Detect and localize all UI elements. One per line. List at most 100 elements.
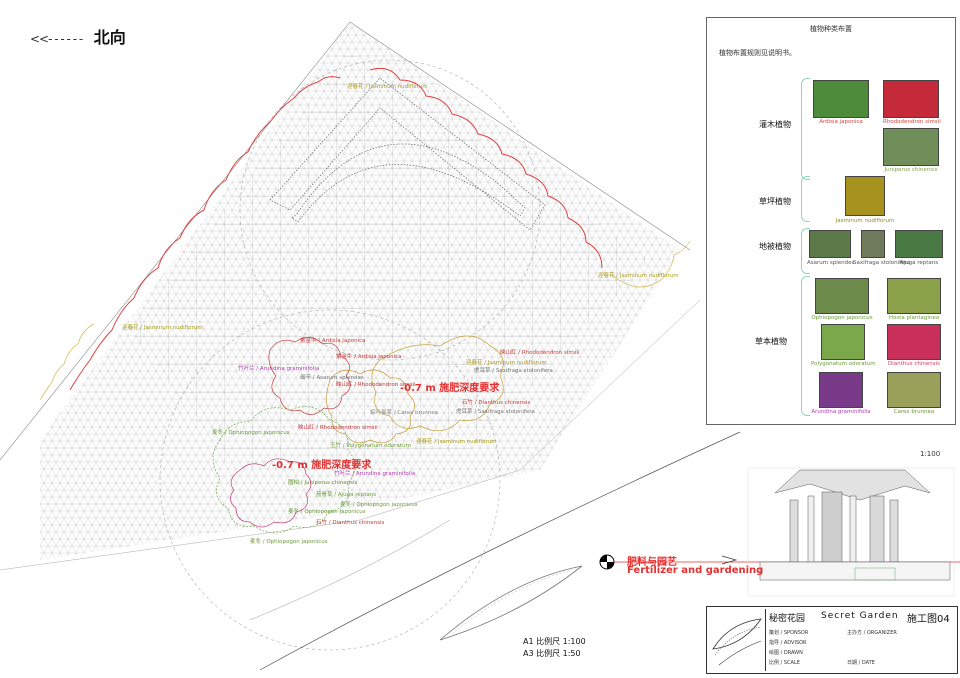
title-block-line: 主办方 / ORGANIZER — [847, 630, 897, 636]
plan-label: 石竹 / Dianthus chinensis — [462, 398, 530, 406]
plant-name: Juniperus chinensis — [884, 167, 938, 173]
plan-label-text: 虎耳草 / Saxifraga stolonifera — [456, 409, 535, 415]
drawing-title-cn: 秘密花园 — [769, 614, 806, 624]
legend-title: 植物种类布置 — [810, 25, 852, 33]
plant-name: Carex brunnea — [893, 409, 935, 415]
title-block-line: 绘图 / DRAWN — [769, 650, 803, 656]
plan-label: 映山红 / Rhododendron simsii — [298, 423, 378, 431]
plan-label-text: 细辛 / Asarum splendes — [300, 375, 364, 381]
hedge-scallops — [69, 67, 603, 391]
plant-name: Saxifraga stolonifera — [853, 260, 911, 266]
plan-label-text: 迎春花 / Jasminum nudiflorum — [598, 273, 679, 279]
section-title-cn: 肥料与园艺 — [627, 557, 677, 568]
category-lawn: 草坪植物 — [759, 197, 791, 206]
plan-label: 紫金牛 / Ardisia japonica — [336, 352, 401, 360]
plan-label: 虎耳草 / Saxifraga stolonifera — [474, 366, 553, 374]
plan-label: 竹叶兰 / Arundina graminifolia — [334, 469, 415, 477]
north-arrow-icon: <<- - - - - - — [30, 32, 83, 46]
title-block-thumbnail — [712, 609, 766, 671]
category-herb: 草本植物 — [755, 337, 787, 346]
photo-ajuga — [895, 230, 943, 258]
plan-label: 圆柏 / Juniperus chinensis — [288, 478, 357, 486]
plan-label-text: 迎春花 / Jasminum nudiflorum — [122, 325, 203, 331]
photo-juniperus — [883, 128, 939, 166]
fertilizer-depth-warning: -0.7 m 施肥深度要求 — [272, 460, 372, 471]
plan-label: 迎春花 / Jasminum nudiflorum — [347, 82, 428, 90]
photo-hosta — [887, 278, 941, 314]
photo-carex — [887, 372, 941, 408]
plan-label: 迎春花 / Jasminum nudiflorum — [122, 323, 203, 331]
photo-ardisia — [813, 80, 869, 118]
north-label: 北向 — [93, 28, 126, 47]
jasmine-border — [39, 240, 691, 401]
section-scale: 1:100 — [920, 450, 941, 458]
plan-label: 迎春花 / Jasminum nudiflorum — [416, 437, 497, 445]
plan-label-text: 竹叶兰 / Arundina graminifolia — [238, 366, 320, 372]
plan-label: 麦冬 / Ophiopogon japonicus — [212, 428, 290, 436]
plan-label-text: 麦冬 / Ophiopogon japonicus — [340, 502, 418, 508]
plan-label-text: 麦冬 / Ophiopogon japonicus — [250, 539, 328, 545]
plan-label: 映山红 / Rhododendron simsii — [336, 380, 416, 388]
plant-name: Dianthus chinensis — [887, 361, 940, 367]
plan-label-text: 映山红 / Rhododendron simsii — [336, 382, 416, 388]
category-groundcover: 地被植物 — [759, 242, 791, 251]
plan-label-text: 麦冬 / Ophiopogon japonicus — [212, 430, 290, 436]
guide-circles — [159, 59, 541, 651]
plan-label-text: 石竹 / Dianthus chinensis — [316, 520, 385, 526]
scale-a3: A3 比例尺 1:50 — [523, 649, 581, 658]
plan-label-text: 麦冬 / Ophiopogon japonicus — [288, 509, 366, 515]
north-indicator: <<- - - - - - 北向 — [30, 24, 126, 48]
plan-label-text: 筋骨草 / Ajuga reptans — [316, 492, 377, 498]
photo-polygonatum — [821, 324, 865, 360]
plan-label: 石竹 / Dianthus chinensis — [316, 518, 384, 526]
photo-saxifraga — [861, 230, 885, 258]
plant-name: Rhododendron simsii — [883, 119, 941, 125]
plant-name: Jasminum nudiflorum — [835, 218, 895, 224]
photo-arundina — [819, 372, 863, 408]
scale-a1: A1 比例尺 1:100 — [523, 637, 586, 646]
photo-rhododendron — [883, 80, 939, 118]
plan-label-text: 圆柏 / Juniperus chinensis — [288, 480, 358, 486]
plan-label-text: 紫金牛 / Ardisia japonica — [300, 338, 366, 344]
plan-label: 麦冬 / Ophiopogon japonicus — [340, 500, 418, 508]
title-block-line: 策划 / SPONSOR — [769, 630, 809, 636]
drawing-title-en: Secret Garden — [821, 611, 899, 621]
drawing-scales: A1 比例尺 1:100 A3 比例尺 1:50 — [523, 636, 586, 660]
title-block: 秘密花园 Secret Garden 施工图04 策划 / SPONSOR 主办… — [706, 606, 958, 674]
plant-name: Hosta plantaginea — [888, 315, 940, 321]
section-elevation — [747, 467, 955, 597]
sheet-number: 施工图04 — [907, 614, 950, 625]
plan-label: 棕叶薹草 / Carex brunnea — [370, 408, 438, 416]
photo-asarum — [809, 230, 851, 258]
plan-label-text: 映山红 / Rhododendron simsii — [500, 350, 580, 356]
plan-label: 竹叶兰 / Arundina graminifolia — [238, 364, 319, 372]
plan-label: 筋骨草 / Ajuga reptans — [316, 490, 376, 498]
brace-lawn — [801, 176, 810, 222]
photo-dianthus — [887, 324, 941, 360]
fertilizer-depth-warning: -0.7 m 施肥深度要求 — [400, 383, 500, 394]
plan-label-text: 迎春花 / Jasminum nudiflorum — [416, 439, 497, 445]
plan-label: 迎春花 / Jasminum nudiflorum — [598, 271, 679, 279]
plant-name: Ardisia japonica — [819, 119, 863, 125]
lower-path — [249, 431, 741, 671]
plan-label-text: 竹叶兰 / Arundina graminifolia — [334, 471, 416, 477]
photo-ophiopogon — [815, 278, 869, 314]
title-block-line: 日期 / DATE — [847, 660, 875, 666]
legend-subtitle: 植物布置规则见说明书。 — [719, 49, 796, 57]
plant-name: Asarum splendes — [807, 260, 855, 266]
plan-label: 虎耳草 / Saxifraga stolonifera — [456, 407, 535, 415]
plant-name: Ophiopogon japonicus — [811, 315, 873, 321]
section-title-en: Fertilizer and gardening — [627, 565, 764, 576]
plan-label-text: 玉竹 / Polygonatum odoratum — [330, 443, 411, 449]
planting-beds — [212, 335, 504, 534]
plant-name: Polygonatum odoratum — [811, 361, 876, 367]
plan-label-text: 映山红 / Rhododendron simsii — [298, 425, 378, 431]
plan-label: 玉竹 / Polygonatum odoratum — [330, 441, 411, 449]
planting-grid — [130, 50, 650, 470]
plan-label: 细辛 / Asarum splendes — [300, 373, 364, 381]
plan-label: 麦冬 / Ophiopogon japonicus — [288, 507, 366, 515]
plan-label: 映山红 / Rhododendron simsii — [500, 348, 580, 356]
title-block-line: 比例 / SCALE — [769, 660, 800, 666]
pavilion-path — [269, 77, 546, 231]
